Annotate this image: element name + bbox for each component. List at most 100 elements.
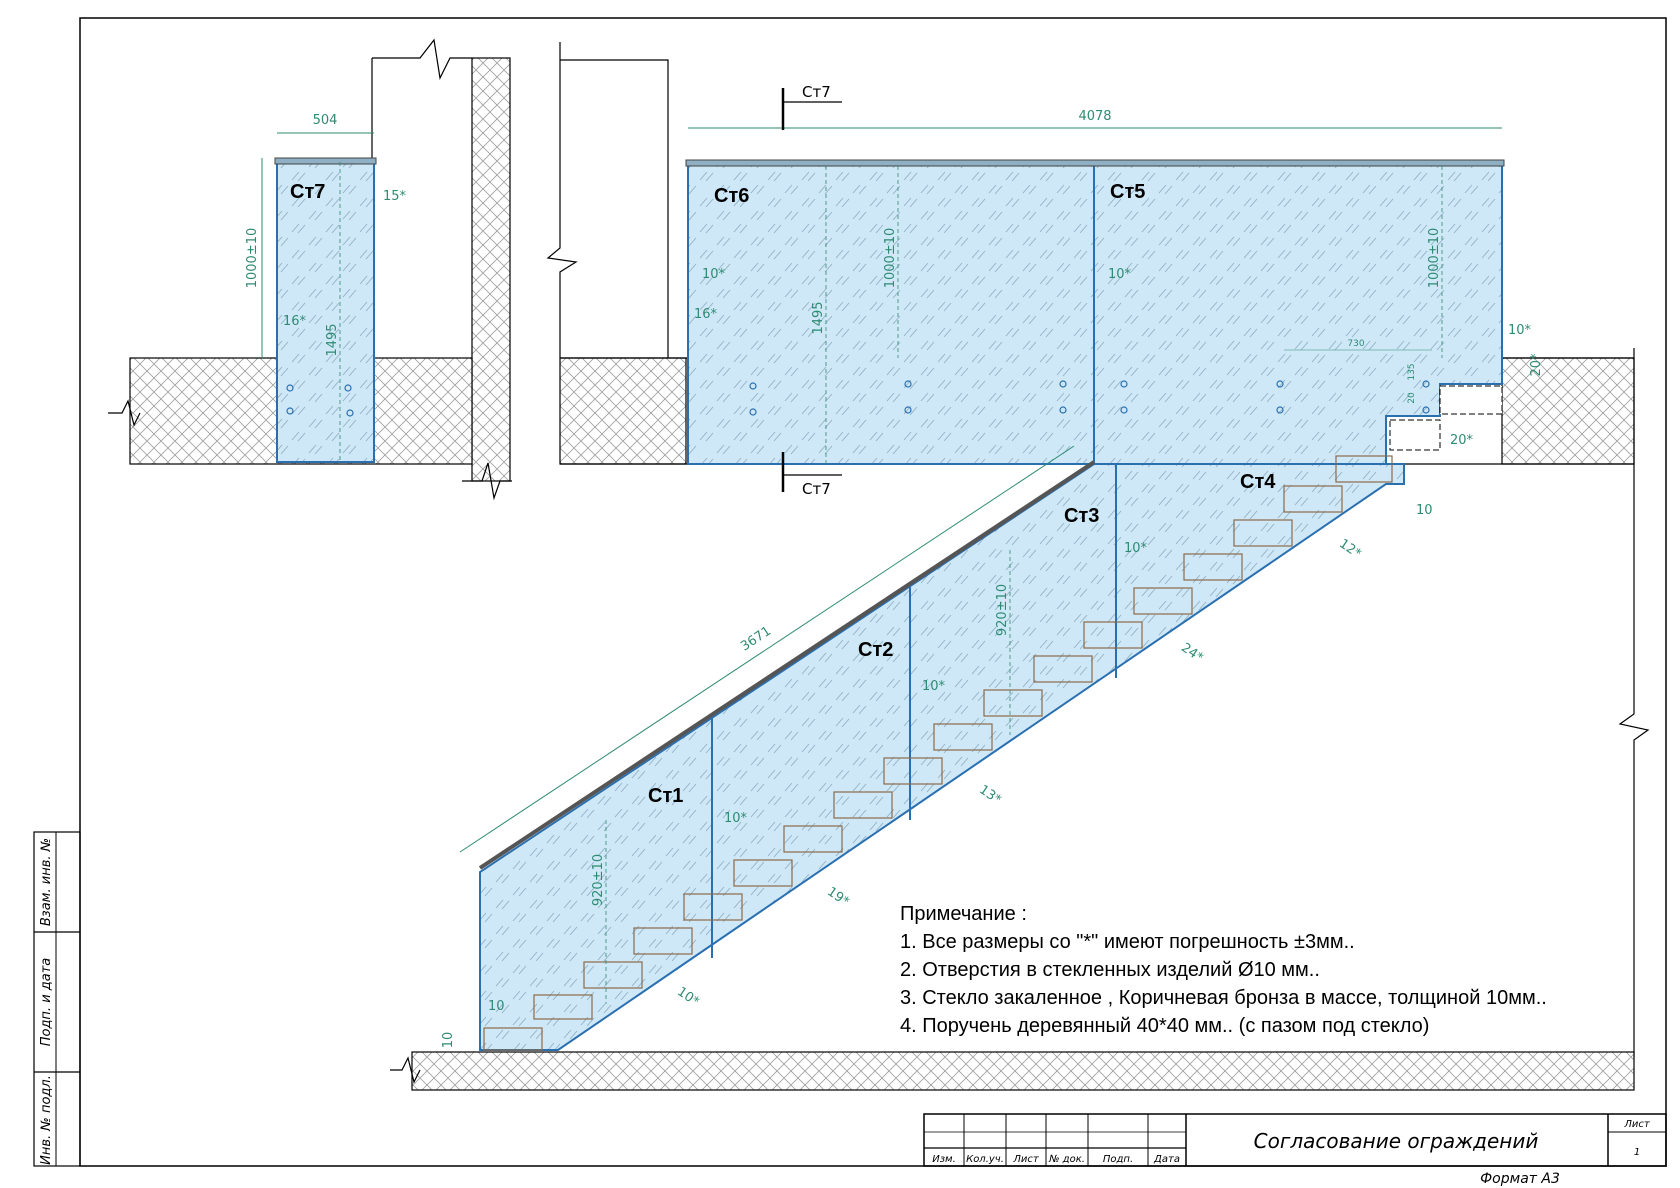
dim-12: 12* (1336, 536, 1364, 562)
slab-left-break (108, 399, 141, 427)
dim-10-st3: 10* (1124, 541, 1148, 556)
dim-1000-st7: 1000±10 (245, 228, 260, 289)
hole-st6-1 (749, 382, 757, 390)
floor-slab (411, 1051, 1635, 1091)
dim-16-st7: 16* (283, 314, 307, 329)
dim-line-3671 (459, 445, 1075, 853)
hole-box-3 (583, 961, 643, 989)
hole-st7-4 (346, 409, 354, 417)
dim-10-st2: 10* (922, 679, 946, 694)
dim-10-st1-bottom: 10* (674, 984, 702, 1010)
hole-st7-1 (286, 384, 294, 392)
stamp-inv-podl: Инв. № подл. (39, 1075, 54, 1165)
note-4: 4. Поручень деревянный 40*40 мм.. (с паз… (900, 1015, 1429, 1037)
hole-box-16 (1233, 519, 1293, 547)
panel-label-st2: Ст2 (858, 639, 893, 661)
dim-13: 13* (976, 782, 1004, 808)
panel-label-st6: Ст6 (714, 185, 749, 207)
hole-st5-6 (1422, 406, 1430, 414)
cutout-upper (1439, 385, 1503, 415)
hole-st5-4 (1276, 406, 1284, 414)
dim-1000-st5: 1000±10 (1427, 228, 1442, 289)
hole-box-13 (1083, 621, 1143, 649)
dim-15-st7: 15* (383, 189, 407, 204)
hole-box-17 (1283, 485, 1343, 513)
side-stamp: Инв. № подл. Подп. и дата Взам. инв. № (33, 831, 81, 1167)
wall-top-mid (560, 59, 669, 358)
holes-st5 (1120, 380, 1430, 414)
dim-1000-st6: 1000±10 (883, 228, 898, 289)
stamp-vzam-inv: Взам. инв. № (39, 838, 54, 926)
dim-20-right: 20* (1529, 353, 1544, 377)
dim-24: 24* (1178, 640, 1206, 666)
title-col-data: Дата (1153, 1154, 1180, 1165)
hole-box-12 (1033, 655, 1093, 683)
dim-10-st1: 10* (724, 811, 748, 826)
hole-box-2 (533, 994, 593, 1020)
wall-column (471, 57, 511, 482)
wall-column-break (462, 462, 512, 501)
dim-10-floor: 10 (488, 999, 505, 1014)
hole-box-9 (883, 757, 943, 785)
hole-st5-5 (1422, 380, 1430, 388)
dim-920-st1: 920±10 (591, 854, 606, 906)
hole-box-4 (633, 927, 693, 955)
section-mark-bottom: Ст7 (802, 480, 831, 498)
hole-box-14 (1133, 587, 1193, 615)
dim-135: 135 (1407, 363, 1417, 380)
notes: Примечание : 1. Все размеры со "*" имеют… (900, 903, 1547, 1037)
dim-920-st3: 920±10 (995, 584, 1010, 636)
floor-break (390, 1056, 421, 1084)
dim-4078: 4078 (1078, 109, 1111, 124)
handrail-stair (478, 460, 1096, 870)
handrail-st5-st6 (685, 159, 1505, 167)
section-stair: 3671 920±10 920±10 10 12* 24* 13* 19* 10… (390, 445, 1635, 1091)
handrail-st7 (274, 157, 377, 165)
hole-box-18 (1335, 455, 1393, 483)
wall-outline-mid (546, 42, 578, 358)
title-col-kol: Кол.уч. (966, 1154, 1004, 1165)
hole-st6-2 (749, 408, 757, 416)
dim-20-bottom: 20* (1450, 433, 1474, 448)
dim-10-st4: 10 (1416, 503, 1433, 518)
note-1: 1. Все размеры со "*" имеют погрешность … (900, 931, 1355, 953)
hole-box-1 (483, 1027, 543, 1051)
format-label: Формат А3 (1480, 1171, 1560, 1187)
title-col-dok: № док. (1048, 1154, 1085, 1165)
cutout-lower (1389, 419, 1441, 451)
hole-st6-6 (1059, 406, 1067, 414)
hole-st7-3 (344, 384, 352, 392)
section-st7: 504 1000±10 1495 15* 16* Ст7 (108, 38, 512, 501)
hole-box-8 (833, 791, 893, 819)
stamp-podp-data: Подп. и дата (39, 958, 54, 1047)
dim-16-st6: 16* (694, 307, 718, 322)
glass-panel-st7 (276, 161, 375, 463)
dim-730: 730 (1347, 339, 1364, 349)
sheet-frame (79, 17, 1667, 1167)
title-col-list: Лист (1012, 1154, 1040, 1165)
sheet-label: Лист (1623, 1119, 1651, 1130)
hole-box-10 (933, 723, 993, 751)
hole-st5-1 (1120, 380, 1128, 388)
dim-19: 19* (824, 884, 852, 910)
panel-label-st7: Ст7 (290, 181, 325, 203)
hole-st6-3 (904, 380, 912, 388)
hole-st7-2 (286, 407, 294, 415)
slab-right (1501, 357, 1635, 465)
hole-box-5 (683, 893, 743, 921)
wall-top-st7 (372, 38, 472, 80)
dim-10-st6: 10* (702, 267, 726, 282)
panel-label-st1: Ст1 (648, 785, 683, 807)
title-col-podp: Подп. (1103, 1154, 1133, 1165)
note-3: 3. Стекло закаленное , Коричневая бронза… (900, 987, 1547, 1009)
hole-box-15 (1183, 553, 1243, 581)
title-block: Изм. Кол.уч. Лист № док. Подп. Дата Согл… (923, 1113, 1667, 1187)
dim-10-st5: 10* (1108, 267, 1132, 282)
slab-mid (559, 357, 687, 465)
hole-st6-4 (904, 406, 912, 414)
hole-box-6 (733, 859, 793, 887)
hole-box-11 (983, 689, 1043, 717)
holes-st6 (749, 380, 1067, 416)
sheet-number: 1 (1634, 1147, 1640, 1158)
dim-1495-st6: 1495 (811, 301, 826, 334)
